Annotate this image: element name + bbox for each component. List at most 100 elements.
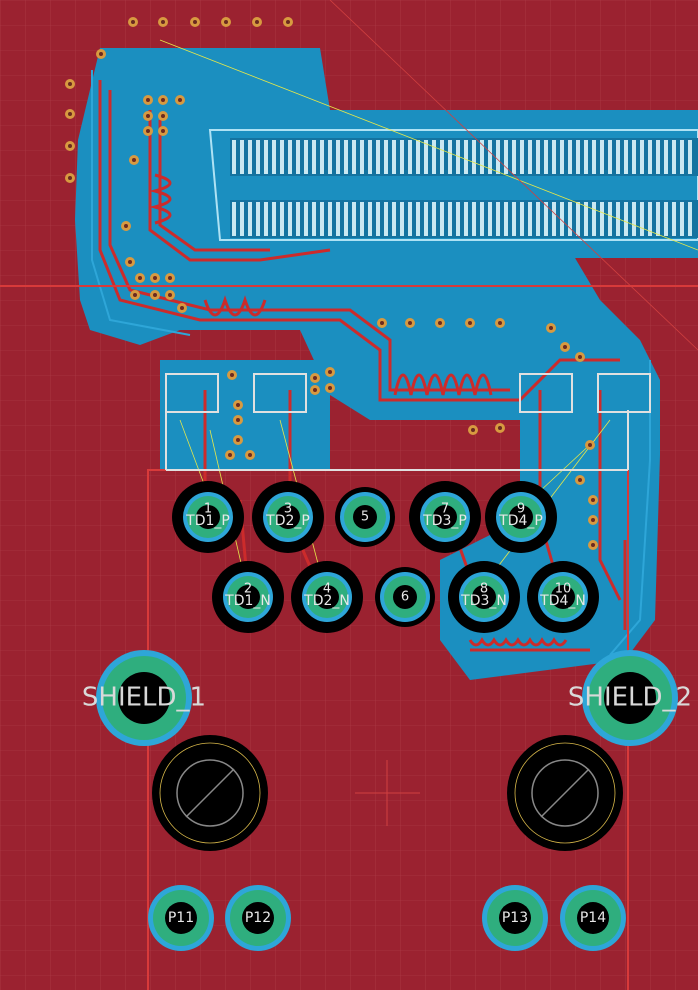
pad-hole <box>315 585 339 609</box>
connector-pin-top <box>664 140 668 174</box>
via-hole <box>286 20 290 24</box>
pad-hole <box>276 505 300 529</box>
connector-pin-bottom <box>680 202 684 236</box>
pad-hole <box>196 505 220 529</box>
connector-pin-top <box>304 140 308 174</box>
shield-pad-2[interactable]: SHIELD_2 <box>568 650 692 746</box>
connector-pin-top <box>296 140 300 174</box>
via-hole <box>146 114 150 118</box>
connector-pin-bottom <box>424 202 428 236</box>
pad-number: 3 <box>284 502 292 517</box>
via-hole <box>68 144 72 148</box>
connector-pin-bottom <box>384 202 388 236</box>
connector-pin-bottom <box>360 202 364 236</box>
connector-pin-top <box>432 140 436 174</box>
connector-pin-top <box>584 140 588 174</box>
connector-pin-bottom <box>352 202 356 236</box>
via-hole <box>471 428 475 432</box>
connector-pin-top <box>400 140 404 174</box>
connector-pin-bottom <box>632 202 636 236</box>
connector-pin-top <box>552 140 556 174</box>
connector-pin-bottom <box>648 202 652 236</box>
th-pad-5[interactable]: 5 <box>335 487 395 547</box>
shield-pads[interactable]: SHIELD_1 SHIELD_2 <box>82 650 692 746</box>
via-hole <box>99 52 103 56</box>
connector-pin-top <box>328 140 332 174</box>
connector-silk <box>165 410 629 471</box>
connector-pin-bottom <box>248 202 252 236</box>
connector-pin-bottom <box>688 202 692 236</box>
connector-pin-bottom <box>320 202 324 236</box>
via-hole <box>68 176 72 180</box>
via-hole <box>588 443 592 447</box>
connector-pin-top <box>464 140 468 174</box>
led-pin-p12[interactable]: P12 <box>225 885 291 951</box>
pad-hole <box>472 585 496 609</box>
connector-pin-bottom <box>536 202 540 236</box>
diff-pair-traces <box>98 80 627 652</box>
shield-label: SHIELD_1 <box>82 683 206 713</box>
connector-pin-bottom <box>512 202 516 236</box>
pad-number: 2 <box>244 582 252 597</box>
connector-pin-top <box>600 140 604 174</box>
via-hole <box>328 386 332 390</box>
via-hole <box>68 112 72 116</box>
pad-number: 4 <box>323 582 331 597</box>
connector-pin-bottom <box>304 202 308 236</box>
connector-pin-bottom <box>576 202 580 236</box>
connector-pin-top <box>536 140 540 174</box>
via-hole <box>549 326 553 330</box>
connector-pin-top <box>344 140 348 174</box>
led-pin-p14[interactable]: P14 <box>560 885 626 951</box>
via-hole <box>498 321 502 325</box>
pad-net-name: TD3_N <box>460 593 507 609</box>
led-pad-hole <box>165 902 197 934</box>
pad-number: 1 <box>204 502 212 517</box>
connector-pin-top <box>424 140 428 174</box>
via-hole <box>161 20 165 24</box>
origin-crosshair <box>355 760 420 826</box>
via-hole <box>578 355 582 359</box>
connector-pin-group <box>232 140 692 236</box>
connector-pin-top <box>576 140 580 174</box>
connector-pin-bottom <box>288 202 292 236</box>
th-pad-6[interactable]: 6 <box>375 567 435 627</box>
shield-hole <box>118 672 170 724</box>
pad-net-name: TD1_N <box>224 593 271 609</box>
connector-pin-top <box>384 140 388 174</box>
connector-pin-top <box>320 140 324 174</box>
connector-pin-bottom <box>640 202 644 236</box>
connector-pin-bottom <box>656 202 660 236</box>
via-hole <box>168 293 172 297</box>
connector-pin-top <box>568 140 572 174</box>
connector-pin-bottom <box>480 202 484 236</box>
led-pin-label: P13 <box>502 910 528 926</box>
via-hole <box>146 98 150 102</box>
connector-pin-top <box>240 140 244 174</box>
via-hole <box>230 373 234 377</box>
connector-pin-top <box>288 140 292 174</box>
via-hole <box>224 20 228 24</box>
led-pad-hole <box>577 902 609 934</box>
led-pin-p11[interactable]: P11 <box>148 885 214 951</box>
connector-pin-bottom <box>400 202 404 236</box>
led-pin-p13[interactable]: P13 <box>482 885 548 951</box>
connector-pin-top <box>368 140 372 174</box>
pad-net-name: TD3_P <box>422 513 467 529</box>
pad-number: 7 <box>441 502 449 517</box>
led-pad-hole <box>499 902 531 934</box>
shield-pad-1[interactable]: SHIELD_1 <box>82 650 206 746</box>
via-hole <box>228 453 232 457</box>
